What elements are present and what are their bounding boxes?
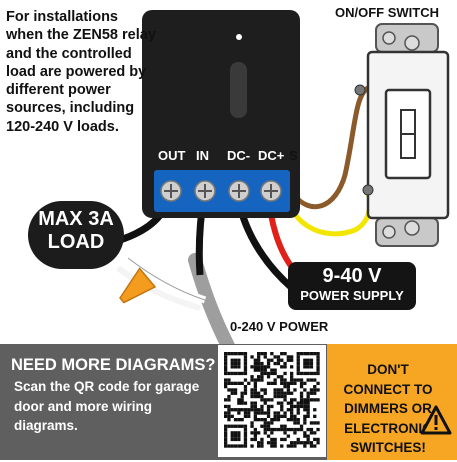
switch-title: ON/OFF SWITCH [335,5,439,20]
terminal-label-in: IN [196,148,209,163]
terminal-label-s: S [289,148,298,163]
qr-code-image [224,352,320,448]
power-supply-label: POWER SUPPLY [300,288,404,303]
intro-text: For installations when the ZEN58 relay a… [6,9,156,135]
more-diagrams-body: Scan the QR code for garage door and mor… [14,379,200,433]
warning-panel [327,344,457,460]
power-supply-box: 9-40 V POWER SUPPLY [288,262,416,310]
terminal-block [154,170,290,212]
terminal-label-dc-minus: DC- [227,148,251,163]
brown-wire [292,85,370,210]
qr-code[interactable] [218,345,326,457]
load-badge: MAX 3A LOAD [28,201,124,269]
zen58-relay [142,10,300,218]
terminal-label-out: OUT [158,148,186,163]
power-supply-voltage: 9-40 V [322,265,382,287]
more-diagrams-title: NEED MORE DIAGRAMS? [11,356,216,374]
load-label: LOAD [47,231,105,253]
warning-icon [420,405,452,435]
wire-nut [119,267,157,304]
terminal-label-dc-plus: DC+ [258,148,285,163]
wall-switch [354,23,450,247]
warning-text: DON'T CONNECT TO DIMMERS OR ELECTRONIC S… [343,362,433,455]
terminal-screws [160,180,282,202]
load-rating: MAX 3A [38,208,114,230]
ac-power-label: 0-240 V POWER [230,319,329,334]
